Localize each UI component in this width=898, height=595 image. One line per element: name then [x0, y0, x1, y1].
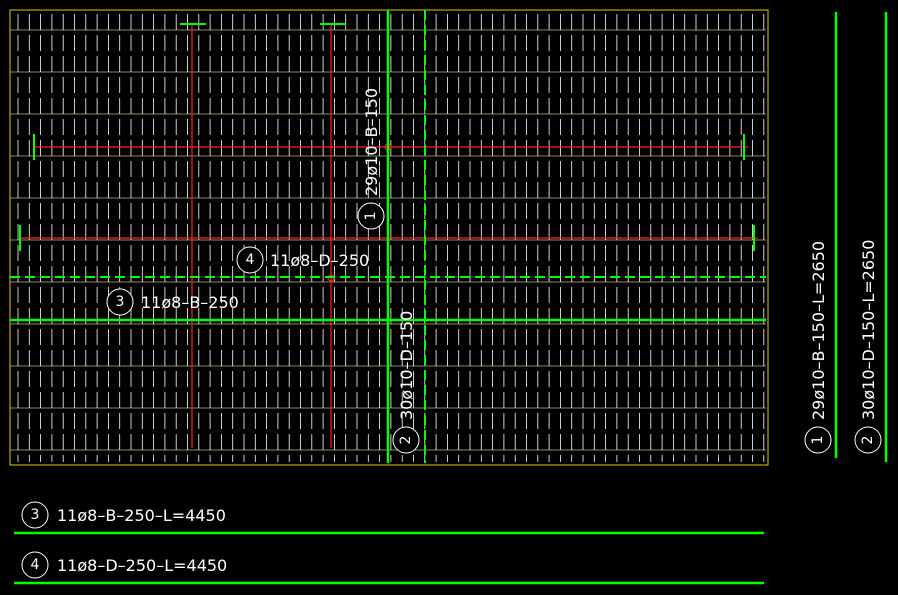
- plan-label-bar-4: 4 11ø8–D–250: [236, 246, 369, 274]
- plan-label-bar-1-text: 29ø10–B–150: [362, 88, 381, 196]
- plan-label-bar-3-number: 3: [116, 294, 125, 310]
- circle-marker-icon: [236, 246, 264, 274]
- schedule-bar-3: 3 11ø8–B–250–L=4450: [14, 501, 764, 535]
- plan-label-bar-2-text: 30ø10–D–150: [397, 311, 416, 420]
- circle-marker-icon: [357, 202, 385, 230]
- schedule-bar-1-text: 29ø10–B–150–L=2650: [809, 241, 828, 420]
- schedule-bar-4-text: 11ø8–D–250–L=4450: [57, 556, 227, 575]
- schedule-bar-4: 4 11ø8–D–250–L=4450: [14, 551, 764, 585]
- schedule-bar-1-number: 1: [810, 436, 826, 445]
- plan-label-bar-3-text: 11ø8–B–250: [141, 293, 239, 312]
- plan-label-bar-2-number: 2: [398, 436, 414, 445]
- circle-marker-icon: [804, 426, 832, 454]
- circle-marker-icon: [392, 426, 420, 454]
- schedule-bar-2-number: 2: [860, 436, 876, 445]
- plan-label-bar-3: 3 11ø8–B–250: [106, 288, 239, 316]
- plan-label-bar-1-number: 1: [363, 212, 379, 221]
- schedule-bar-3-number: 3: [31, 507, 40, 523]
- plan-label-bar-4-text: 11ø8–D–250: [270, 251, 369, 270]
- schedule-bar-2: 2 30ø10–D–150–L=2650: [854, 12, 888, 462]
- schedule-bar-3-text: 11ø8–B–250–L=4450: [57, 506, 226, 525]
- circle-marker-icon: [106, 288, 134, 316]
- circle-marker-icon: [854, 426, 882, 454]
- schedule-bar-4-number: 4: [31, 557, 40, 573]
- plan-label-bar-2: 2 30ø10–D–150: [392, 311, 420, 454]
- plan-label-bar-4-number: 4: [246, 252, 255, 268]
- schedule-bar-1: 1 29ø10–B–150–L=2650: [804, 12, 838, 458]
- bar-end-tick-group: [19, 23, 755, 251]
- schedule-bar-2-text: 30ø10–D–150–L=2650: [859, 240, 878, 420]
- circle-marker-icon: [21, 501, 49, 529]
- plan-label-bar-1: 1 29ø10–B–150: [357, 88, 385, 230]
- green-bar-group: [10, 10, 766, 463]
- circle-marker-icon: [21, 551, 49, 579]
